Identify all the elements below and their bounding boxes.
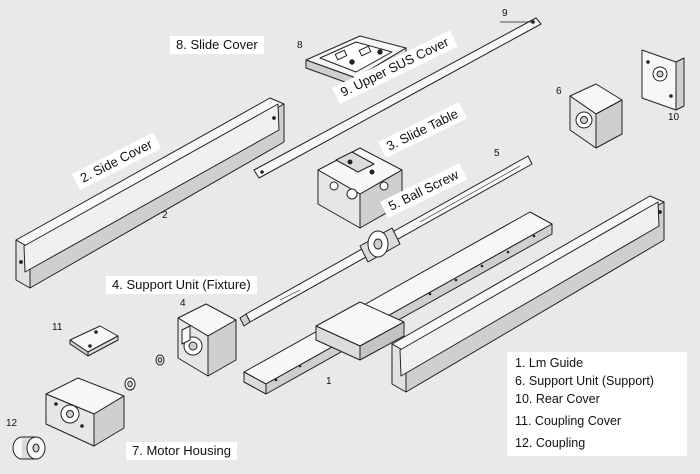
part-number-4: 4 — [180, 298, 186, 309]
part-number-9: 9 — [502, 8, 508, 19]
rear-cover-part — [641, 49, 685, 111]
lm-guide-part — [243, 211, 553, 395]
callout-motor-housing: 7. Motor Housing — [126, 442, 237, 460]
slide-table-part — [317, 147, 403, 229]
callout-slide-cover: 8. Slide Cover — [170, 36, 264, 54]
part-number-12: 12 — [6, 418, 18, 429]
upper-sus-cover-part — [253, 17, 542, 179]
part-number-6: 6 — [556, 86, 562, 97]
ball-screw-part — [239, 155, 533, 327]
coupling-part — [12, 436, 46, 460]
coupling-cover-part — [69, 325, 119, 357]
legend-item: 10. Rear Cover — [515, 392, 600, 406]
part-number-11: 11 — [52, 322, 63, 333]
side-cover-part — [15, 97, 285, 289]
callout-support-unit-fixture: 4. Support Unit (Fixture) — [106, 276, 257, 294]
support-unit-fixture-part — [177, 303, 237, 377]
motor-housing-part — [45, 377, 125, 447]
part-number-1: 1 — [326, 376, 332, 387]
legend-item: 11. Coupling Cover — [515, 414, 622, 428]
part-number-8: 8 — [297, 40, 303, 51]
part-number-10: 10 — [668, 112, 680, 123]
legend-item: 1. Lm Guide — [515, 356, 584, 370]
lock-nut-part — [124, 354, 165, 391]
support-unit-support-part — [569, 83, 623, 149]
legend-item: 12. Coupling — [515, 436, 586, 450]
parts-legend: 1. Lm Guide 6. Support Unit (Support) 10… — [507, 352, 687, 456]
part-number-5: 5 — [494, 148, 500, 159]
side-cover-right-part — [391, 195, 665, 393]
part-number-2: 2 — [162, 210, 168, 221]
legend-item: 6. Support Unit (Support) — [515, 374, 654, 388]
